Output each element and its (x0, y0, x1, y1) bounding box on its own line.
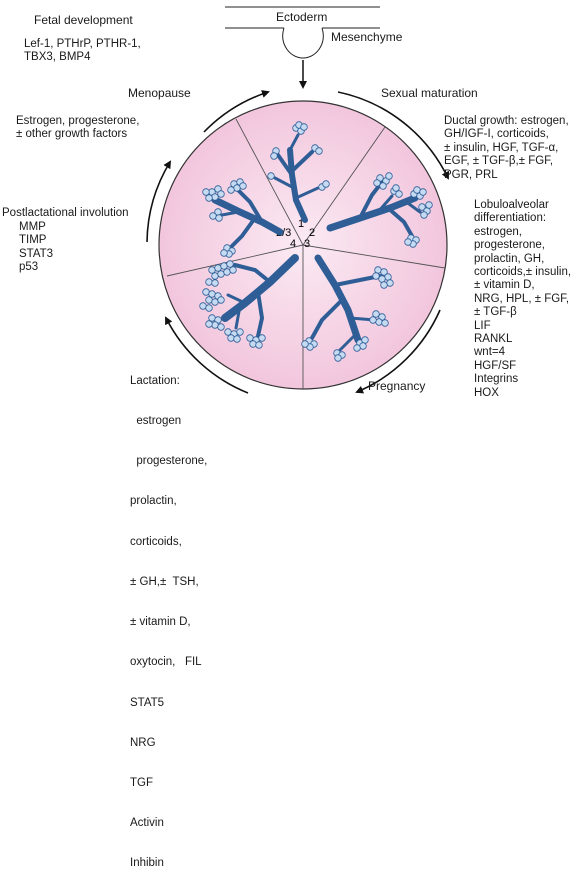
menopause-factor-line: Estrogen, progesterone, (16, 115, 140, 127)
arrow-lactation (165, 316, 249, 394)
gland-pregnancy-early-illustration (326, 172, 433, 248)
arrow-involution (146, 160, 172, 243)
lobuloalveolar-factors: Lobuloalveolar differentiation: estrogen… (474, 199, 571, 400)
lactation-line: ± GH,± TSH, (130, 575, 199, 588)
fetal-development-title: Fetal development (34, 13, 133, 27)
lactation-factors: Lactation: estrogen progesterone, prolac… (130, 348, 207, 884)
lactation-line: NRG (130, 736, 156, 749)
gland-lactation-illustration (199, 254, 299, 349)
lobuloalveolar-line: NRG, HPL, ± FGF, (474, 292, 570, 305)
lactation-line: progesterone, (130, 455, 208, 468)
lobuloalveolar-line: LIF (474, 319, 491, 332)
ectoderm-label: Ectoderm (276, 10, 327, 24)
lobuloalveolar-line: corticoids,± insulin, (474, 266, 572, 279)
ductal-growth-line: ± insulin, HGF, TGF-α, (444, 141, 559, 154)
mesenchyme-label: Mesenchyme (331, 30, 403, 44)
involution-factor-line: STAT3 (19, 247, 54, 260)
fetal-factor-line: TBX3, BMP4 (24, 51, 91, 64)
involution-factors: MMP TIMP STAT3 p53 (19, 221, 53, 275)
fetal-development-factors: Lef-1, PTHrP, PTHR-1, TBX3, BMP4 (24, 38, 141, 65)
lobuloalveolar-line: wnt=4 (474, 346, 506, 359)
stage-label-sexual-maturation: Sexual maturation (381, 86, 478, 100)
involution-factor-line: TIMP (19, 234, 47, 247)
lobuloalveolar-line: estrogen, (474, 225, 522, 238)
involution-factor-line: MMP (19, 221, 46, 233)
arrow-pregnancy (355, 309, 441, 394)
lobuloalveolar-line: progesterone, (474, 239, 545, 252)
lobuloalveolar-line: ± TGF-β (474, 306, 517, 319)
lactation-line: estrogen (130, 415, 182, 428)
lobuloalveolar-line: Integrins (474, 373, 519, 386)
lactation-line: Inhibin (130, 857, 164, 870)
ductal-growth-line: PGR, PRL (444, 168, 498, 181)
gland-involution-illustration (202, 178, 284, 258)
menopause-factors: Estrogen, progesterone, ± other growth f… (16, 115, 139, 142)
lactation-line: TGF (130, 777, 153, 789)
lobuloalveolar-line: prolactin, GH, (474, 252, 545, 265)
arrow-menopause (203, 90, 270, 133)
menopause-factor-line: ± other growth factors (16, 128, 128, 141)
ectoderm-mesenchyme-schematic: Ectoderm Mesenchyme (225, 6, 403, 89)
lactation-line: STAT5 (130, 696, 165, 709)
gland-maturation-illustration (267, 121, 330, 223)
involution-factor-line: p53 (19, 261, 39, 274)
lactation-line: corticoids, (130, 535, 182, 548)
lactation-line: prolactin, (130, 495, 177, 508)
lobuloalveolar-line: HOX (474, 386, 499, 399)
lactation-line: Lactation: (130, 374, 180, 387)
lactation-line: ± vitamin D, (130, 616, 191, 629)
lobuloalveolar-line: RANKL (474, 333, 513, 346)
cycle-arrows (146, 90, 449, 394)
lobuloalveolar-line: Lobuloalveolar (474, 199, 549, 211)
gland-illustrations (199, 121, 433, 362)
ductal-growth-line: GH/IGF-I, corticoids, (444, 128, 549, 141)
sector-number-3: 3 (304, 238, 310, 250)
involution-title: Postlactational involution (2, 207, 129, 219)
stage-label-menopause: Menopause (128, 86, 191, 100)
sector-number-2: 2 (309, 227, 315, 239)
lobuloalveolar-line: HGF/SF (474, 359, 517, 372)
lactation-line: Activin (130, 817, 164, 830)
arrow-sexual-maturation (337, 91, 449, 180)
lobuloalveolar-line: differentiation: (474, 212, 547, 225)
fetal-factor-line: Lef-1, PTHrP, PTHR-1, (24, 38, 141, 50)
ductal-growth-factors: Ductal growth: estrogen, GH/IGF-I, corti… (444, 115, 569, 182)
lobuloalveolar-line: ± vitamin D, (474, 279, 535, 292)
lactation-line: oxytocin, FIL (130, 656, 202, 669)
ductal-growth-line: EGF, ± TGF-β,± FGF, (444, 155, 554, 168)
sector-number-4: 4 (290, 238, 296, 250)
sector-number-1: 1 (298, 218, 304, 230)
stage-label-pregnancy: Pregnancy (368, 379, 426, 393)
gland-pregnancy-illustration (301, 254, 394, 362)
mammary-gland-cycle-diagram: Ectoderm Mesenchyme 1 2 2/3 3 4 (146, 6, 449, 394)
ductal-growth-line: Ductal growth: estrogen, (444, 115, 569, 127)
